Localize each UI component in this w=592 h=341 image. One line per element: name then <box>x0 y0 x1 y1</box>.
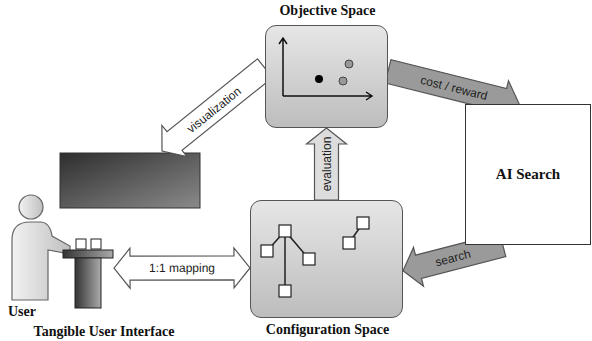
node-title: Tangible User Interface <box>4 324 204 340</box>
objective-space-box: Objective Space <box>265 25 388 128</box>
arrow-label: evaluation <box>321 137 333 192</box>
configuration-graph <box>251 201 404 319</box>
evaluation-arrow <box>307 128 347 200</box>
user-figure <box>12 195 70 300</box>
tangible-interface: Tangible User Interface <box>62 238 114 310</box>
monitor <box>60 153 200 208</box>
node-title: Objective Space <box>236 3 419 19</box>
configuration-space-box: Configuration Space <box>250 200 403 318</box>
user-head <box>19 195 43 219</box>
user-label: User <box>8 304 36 320</box>
visualization-arrow <box>162 59 273 157</box>
scatter-plot <box>266 26 389 129</box>
node-label: AI Search <box>496 166 560 183</box>
ai-search-box: AI Search <box>465 104 591 245</box>
arrow-label: 1:1 mapping <box>149 262 215 274</box>
user-body <box>12 222 70 300</box>
mapping-arrow <box>114 248 250 288</box>
interface-pedestal <box>62 238 114 310</box>
node-title: Configuration Space <box>221 322 434 338</box>
arrow-label: visualization <box>184 84 242 134</box>
